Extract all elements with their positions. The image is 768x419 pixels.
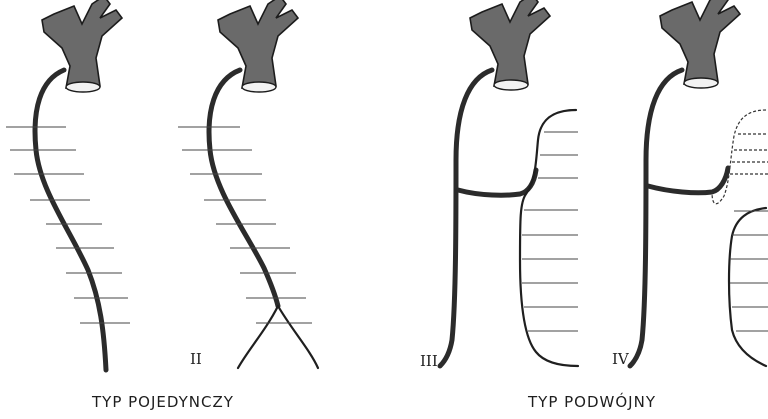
panel-iv: IV [612, 0, 768, 368]
right-trunk-iv [729, 208, 766, 366]
dashed-branches-iv [730, 134, 768, 174]
descending-trunk-ii [209, 70, 278, 306]
caption-single-type: TYP POJEDYNCZY [92, 393, 234, 411]
cross-bridge-iii [458, 170, 536, 195]
side-branches-iv [730, 211, 768, 331]
left-trunk-iii [440, 70, 492, 366]
cross-bridge-iv [648, 168, 728, 193]
left-trunk-iv [630, 70, 682, 366]
side-branches-ii [178, 127, 312, 323]
panel-label-ii: II [190, 350, 202, 368]
panel-label-iv: IV [612, 350, 630, 368]
caption-double-type: TYP PODWÓJNY [528, 393, 656, 411]
panel-label-iii: III [420, 352, 438, 370]
descending-trunk-i [35, 70, 106, 370]
side-branches-iii [522, 132, 578, 331]
right-trunk-iii [520, 110, 578, 366]
panel-i [6, 0, 130, 370]
side-branches-i [6, 127, 130, 323]
panel-iii: III [420, 0, 578, 370]
fork-right-ii [278, 306, 318, 368]
panel-ii: II [178, 0, 318, 368]
fork-left-ii [238, 306, 278, 368]
